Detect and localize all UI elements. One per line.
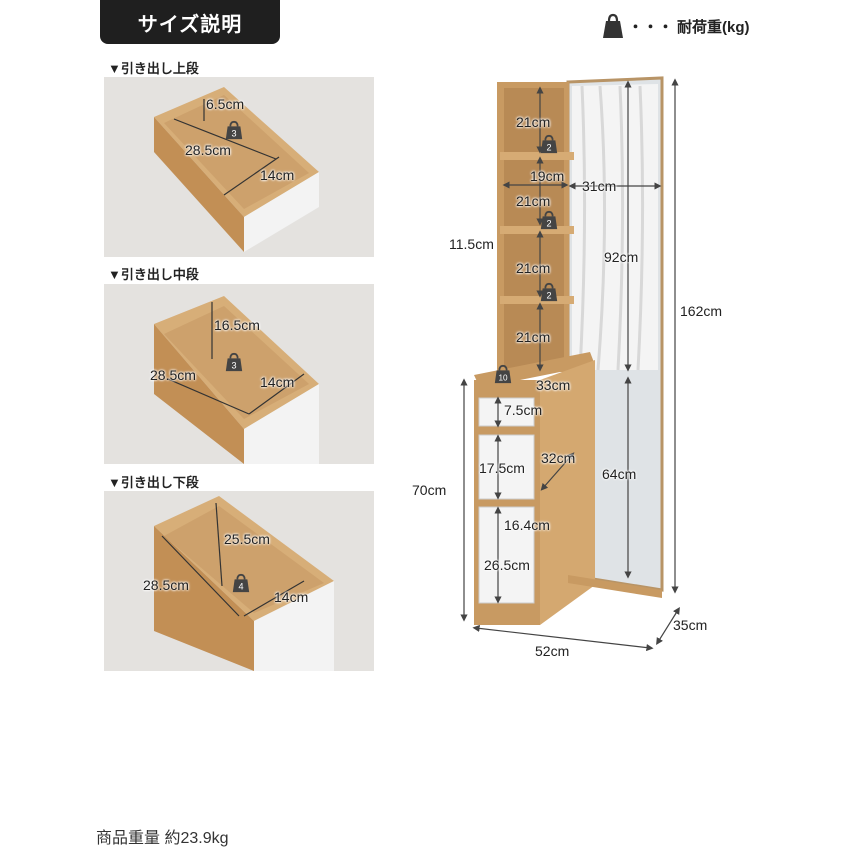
shelf-3-load: 2 <box>546 290 551 300</box>
shelf-2-load-icon: 2 <box>540 210 558 230</box>
shelf-depth: 11.5cm <box>449 236 494 252</box>
page-title: サイズ説明 <box>100 0 280 44</box>
shelf-3-load-icon: 2 <box>540 282 558 302</box>
shelf-1-load: 2 <box>546 142 551 152</box>
drawer-mid-height: 16.5cm <box>214 317 260 333</box>
drawer-top-width: 14cm <box>260 167 295 183</box>
shelf-gap-1: 21cm <box>516 114 551 130</box>
drawer-top-label: ▼引き出し上段 <box>108 61 199 76</box>
drawer-top-photo <box>104 77 374 257</box>
drawer-bottom-load: 4 <box>238 581 243 591</box>
page-title-text: サイズ説明 <box>137 13 243 36</box>
mirror-lower-height: 64cm <box>602 466 637 482</box>
shelf-width: 19cm <box>530 168 565 184</box>
counter-width: 33cm <box>536 377 571 393</box>
drawer-bottom-width: 14cm <box>274 589 309 605</box>
mirror-upper-height: 92cm <box>604 249 639 265</box>
legend-label: 耐荷重(kg) <box>677 18 750 36</box>
drawer-bottom-length: 28.5cm <box>143 577 189 593</box>
mirror-width: 31cm <box>582 178 617 194</box>
drawer-top-load: 3 <box>231 128 236 138</box>
drawer-top-depth: 7.5cm <box>504 402 543 418</box>
cabinet-depth: 32cm <box>541 450 576 466</box>
counter-load: 10 <box>498 373 508 382</box>
drawer-mid-width: 14cm <box>260 374 295 390</box>
shelf-gap-2: 21cm <box>516 193 551 209</box>
drawer-mid-load: 3 <box>231 360 236 370</box>
drawer-top-load-icon: 3 <box>225 120 243 140</box>
product-weight: 商品重量 約23.9kg <box>96 830 229 847</box>
drawer-mid-load-icon: 3 <box>225 352 243 372</box>
drawer-mid-photo <box>104 284 374 464</box>
base-width: 52cm <box>535 643 570 659</box>
base-depth: 35cm <box>673 617 708 633</box>
drawer-top-height: 6.5cm <box>206 96 245 112</box>
drawer-mid-length: 28.5cm <box>150 367 196 383</box>
dresser-illustration <box>460 76 680 652</box>
legend: ・・・ 耐荷重(kg) <box>602 12 750 40</box>
drawer-bottom-load-icon: 4 <box>232 573 250 593</box>
legend-dots: ・・・ <box>628 18 674 36</box>
cabinet-height: 70cm <box>412 482 447 498</box>
drawer-inner-width: 16.4cm <box>504 517 550 533</box>
shelf-1-load-icon: 2 <box>540 134 558 154</box>
weight-icon <box>603 13 623 38</box>
drawer-bottom-label: ▼引き出し下段 <box>108 475 199 490</box>
drawer-bottom-height: 25.5cm <box>224 531 270 547</box>
drawer-mid-depth: 17.5cm <box>479 460 525 476</box>
drawer-mid-label: ▼引き出し中段 <box>108 267 199 282</box>
shelf-2-load: 2 <box>546 218 551 228</box>
shelf-gap-3: 21cm <box>516 260 551 276</box>
shelf-gap-4: 21cm <box>516 329 551 345</box>
total-height: 162cm <box>680 303 723 319</box>
drawer-top-length: 28.5cm <box>185 142 231 158</box>
counter-load-icon: 10 <box>494 364 512 384</box>
drawer-bottom-depth: 26.5cm <box>484 557 530 573</box>
